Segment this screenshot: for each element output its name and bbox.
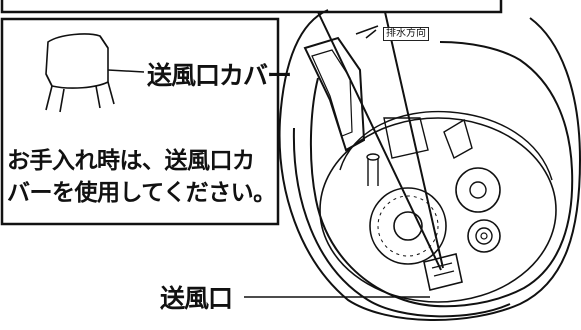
care-note-line-1: お手入れ時は、送風口カ (7, 148, 255, 174)
vent-cover-illustration (45, 33, 115, 113)
vent-cover-label: 送風口カバー (147, 61, 292, 90)
cover-leader-line (107, 69, 145, 73)
dryer-unit (278, 9, 581, 321)
top-callout-box (0, 0, 503, 14)
care-note-line-2: バーを使用してください。 (7, 180, 276, 206)
drain-direction-tag: 排水方向 (383, 27, 429, 41)
vent-label: 送風口 (160, 284, 233, 313)
callout-pointer (317, 11, 444, 271)
